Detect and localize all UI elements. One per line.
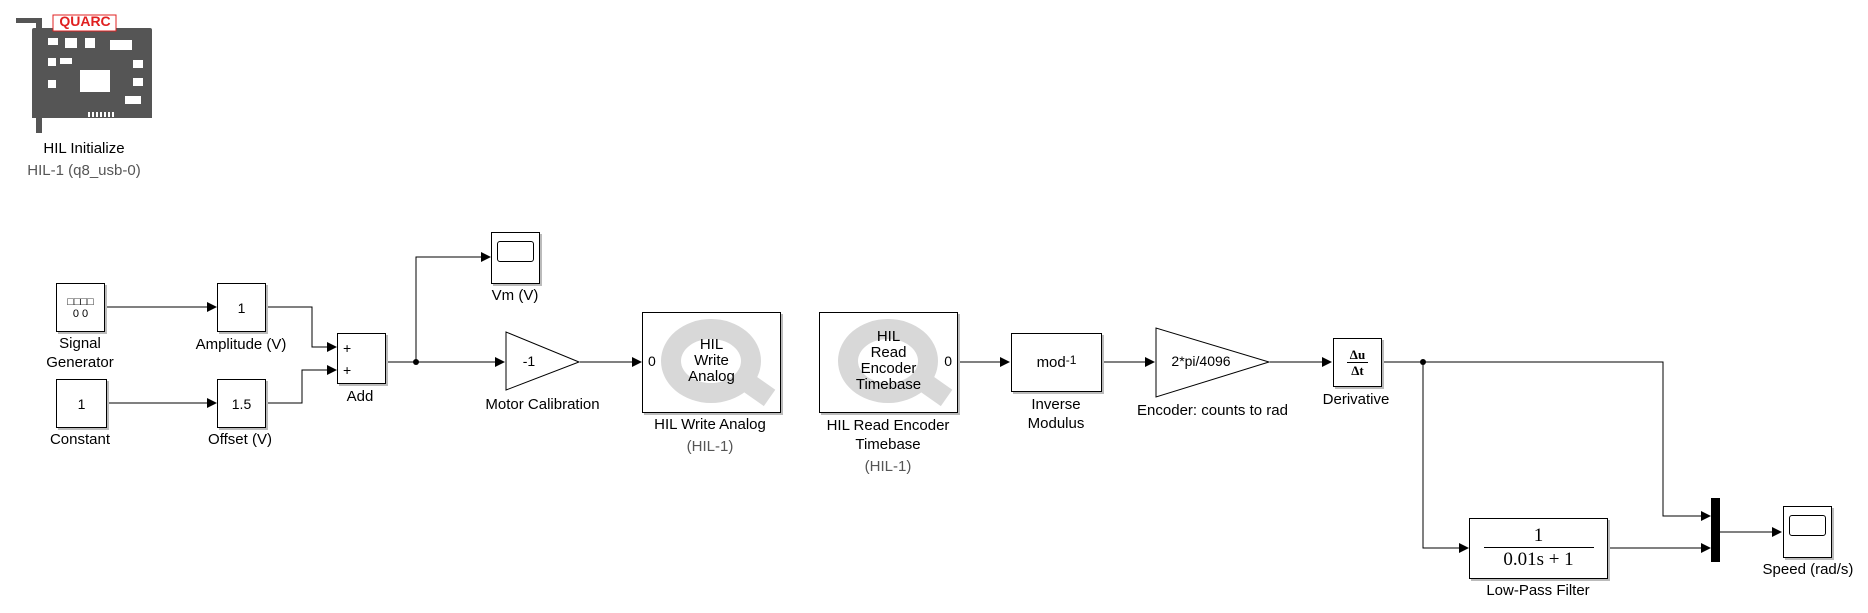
hil-read-port: 0 bbox=[944, 353, 952, 369]
inverse-modulus-label-2: Modulus bbox=[1027, 415, 1085, 432]
hil-read-line3: Encoder bbox=[860, 360, 917, 377]
lowpass-num: 1 bbox=[1483, 525, 1594, 548]
inverse-modulus-label-1: Inverse bbox=[1031, 396, 1081, 413]
add-block[interactable]: + + bbox=[337, 333, 386, 384]
add-sign-1: + bbox=[343, 340, 352, 356]
derivative-block[interactable]: Δu Δt bbox=[1333, 338, 1382, 387]
signal-generator-icon-top: □□□□ bbox=[67, 295, 94, 308]
branch-dot-add bbox=[413, 359, 419, 365]
hil-read-text: HIL Read Encoder Timebase bbox=[820, 329, 957, 393]
mux-bar bbox=[1711, 498, 1720, 562]
scope-vm-block[interactable] bbox=[491, 232, 540, 284]
line-amp-add bbox=[265, 306, 337, 352]
hil-write-analog-block[interactable]: 0 HIL Write Analog bbox=[642, 312, 781, 413]
hil-write-line3: Analog bbox=[688, 368, 735, 385]
amplitude-gain-block[interactable]: 1 bbox=[217, 283, 266, 332]
offset-label: Offset (V) bbox=[208, 431, 272, 448]
hil-write-label: HIL Write Analog bbox=[654, 416, 766, 433]
scope-speed-label: Speed (rad/s) bbox=[1762, 561, 1854, 578]
hil-write-sublabel: (HIL-1) bbox=[686, 438, 734, 455]
signal-generator-label-2: Generator bbox=[46, 354, 114, 371]
encoder-gain-label: Encoder: counts to rad bbox=[1137, 402, 1288, 419]
inverse-modulus-label: Inverse Modulus bbox=[1000, 395, 1112, 433]
signal-generator-label-1: Signal bbox=[59, 335, 101, 352]
offset-gain-block[interactable]: 1.5 bbox=[217, 379, 266, 428]
encoder-gain-triangle bbox=[1155, 327, 1271, 398]
hil-read-label-1: HIL Read Encoder bbox=[826, 417, 950, 434]
amplitude-label: Amplitude (V) bbox=[195, 336, 287, 353]
lowpass-label: Low-Pass Filter bbox=[1486, 582, 1590, 599]
derivative-den: Δt bbox=[1351, 363, 1364, 378]
branch-dot-deriv bbox=[1420, 359, 1426, 365]
add-sign-2: + bbox=[343, 362, 352, 378]
inverse-modulus-exponent: -1 bbox=[1065, 352, 1077, 367]
hil-read-line2: Read bbox=[870, 344, 907, 361]
encoder-gain-value: 2*pi/4096 bbox=[1171, 353, 1231, 369]
hil-read-label: HIL Read Encoder Timebase bbox=[800, 416, 976, 454]
motor-calibration-value: -1 bbox=[522, 353, 536, 369]
hil-read-encoder-block[interactable]: 0 HIL Read Encoder Timebase bbox=[819, 312, 958, 413]
scope-screen-icon bbox=[1789, 515, 1826, 536]
line-deriv-mux bbox=[1381, 361, 1711, 521]
lowpass-den: 0.01s + 1 bbox=[1503, 549, 1574, 570]
constant-block[interactable]: 1 bbox=[56, 379, 107, 428]
hil-initialize-subtitle: HIL-1 (q8_usb-0) bbox=[27, 162, 141, 179]
line-add-scope bbox=[415, 252, 491, 362]
hil-read-label-2: Timebase bbox=[855, 436, 921, 453]
motor-calibration-label: Motor Calibration bbox=[485, 396, 600, 413]
derivative-label: Derivative bbox=[1322, 391, 1390, 408]
signal-generator-block[interactable]: □□□□ 0 0 bbox=[56, 283, 105, 332]
hil-read-sublabel: (HIL-1) bbox=[864, 458, 912, 475]
hil-write-line2: Write bbox=[694, 352, 729, 369]
add-label: Add bbox=[346, 388, 374, 405]
scope-speed-block[interactable] bbox=[1783, 506, 1832, 558]
hil-initialize-title: HIL Initialize bbox=[43, 140, 125, 157]
line-deriv-lowpass bbox=[1422, 362, 1469, 553]
lowpass-filter-block[interactable]: 1 0.01s + 1 bbox=[1469, 518, 1608, 579]
scope-vm-label: Vm (V) bbox=[491, 287, 539, 304]
hil-write-port: 0 bbox=[648, 353, 656, 369]
hil-write-line1: HIL bbox=[699, 336, 724, 353]
motor-calibration-gain bbox=[505, 331, 581, 391]
signal-generator-label: Signal Generator bbox=[30, 334, 130, 372]
hil-read-line4: Timebase bbox=[855, 376, 922, 393]
signal-generator-icon-bottom: 0 0 bbox=[72, 307, 89, 320]
constant-label: Constant bbox=[49, 431, 111, 448]
hil-read-line1: HIL bbox=[876, 328, 901, 345]
quarc-badge: QUARC bbox=[59, 13, 111, 29]
inverse-modulus-block[interactable]: mod -1 bbox=[1011, 333, 1102, 392]
line-offset-add bbox=[265, 365, 337, 404]
scope-screen-icon bbox=[497, 241, 534, 262]
inverse-modulus-text: mod bbox=[1036, 354, 1066, 371]
derivative-num: Δu bbox=[1346, 347, 1369, 363]
hil-write-text: HIL Write Analog bbox=[643, 337, 780, 385]
